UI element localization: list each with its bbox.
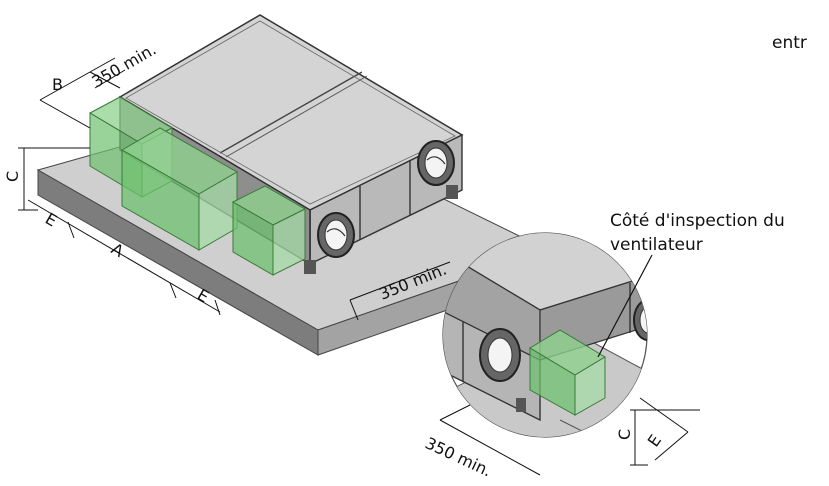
dim-label-350-detail: 350 min. <box>422 433 494 480</box>
dimension-lines <box>18 57 451 321</box>
detail-dimension-lines <box>439 397 700 476</box>
dim-label-b: B <box>52 75 63 94</box>
dim-label-c: C <box>3 171 22 182</box>
callout-line-1: Côté d'inspection du <box>610 211 785 231</box>
duct-port-right <box>417 140 455 186</box>
dim-label-a: A <box>108 239 127 261</box>
dim-label-e-front: E <box>194 285 212 307</box>
callout-line-2: ventilateur <box>610 235 703 255</box>
dim-label-e-detail: E <box>644 431 665 450</box>
top-right-label: entr <box>772 33 807 53</box>
dim-label-e-left: E <box>42 209 60 231</box>
callout-leader <box>597 254 653 358</box>
duct-port-front <box>317 212 355 258</box>
clearance-zone-a <box>120 127 239 251</box>
clearance-zone-fan-side <box>231 185 307 276</box>
dim-label-c-detail: C <box>615 429 634 440</box>
